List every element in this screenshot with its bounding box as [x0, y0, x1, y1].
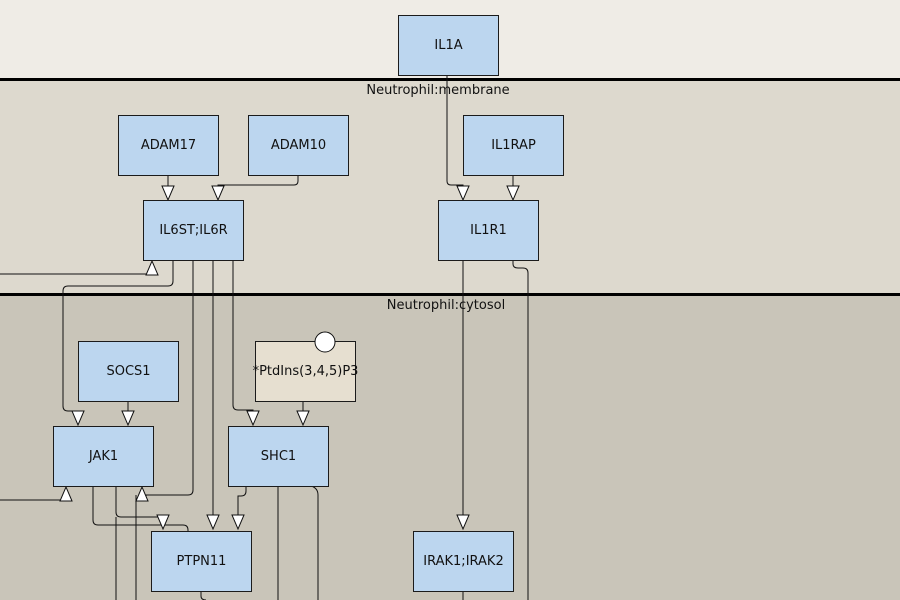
cytosol-compartment-label: Neutrophil:cytosol [386, 298, 506, 313]
arrowhead-il1a-il1r1 [456, 185, 470, 202]
arrowhead-il1r1-irak [456, 514, 470, 531]
il6st-il6r-node[interactable]: IL6ST;IL6R [143, 200, 244, 261]
ptpn11-node[interactable]: PTPN11 [151, 531, 252, 592]
arrowhead-il6st-jak1 [71, 410, 85, 427]
membrane-boundary-line [0, 78, 900, 81]
arrowhead-shc1-ptpn11 [231, 514, 245, 531]
socs1-node[interactable]: SOCS1 [78, 341, 179, 402]
arrowhead-socs1-jak1 [121, 410, 135, 427]
membrane-compartment-label: Neutrophil:membrane [366, 83, 510, 98]
arrowhead-il1rap-il1r1 [506, 185, 520, 202]
edge-offscreen-jak1 [0, 499, 67, 501]
shc1-node[interactable]: SHC1 [228, 426, 329, 487]
edge-shc1-offscreen-2 [310, 485, 319, 600]
il1rap-node[interactable]: IL1RAP [463, 115, 564, 176]
edge-shc1-ptpn11 [237, 486, 247, 516]
arrowhead-offscreen-jak1 [59, 485, 73, 502]
arrowhead-feedback-jak1 [135, 485, 149, 502]
cytosol-boundary-line [0, 293, 900, 296]
edge-offscreen-il6st [0, 271, 153, 275]
edge-il6st-jak1-feedback [145, 260, 194, 500]
il1a-node[interactable]: IL1A [398, 15, 499, 76]
arrowhead-il6st-ptpn11 [206, 514, 220, 531]
ptdins-state-circle-icon [314, 331, 336, 353]
edge-il1a-il1r1 [446, 75, 464, 186]
ptdins-node[interactable]: *PtdIns(3,4,5)P3 [253, 341, 358, 402]
edge-jak1-down [92, 486, 189, 531]
edge-il6st-shc1 [232, 260, 254, 412]
edge-ptpn11-offscreen [200, 591, 207, 600]
adam10-node[interactable]: ADAM10 [248, 115, 349, 176]
arrowhead-ptdins-shc1 [296, 410, 310, 427]
edge-il1r1-offscreen [512, 260, 529, 600]
il1r1-node[interactable]: IL1R1 [438, 200, 539, 261]
arrowhead-il6st-shc1 [246, 410, 260, 427]
arrowhead-adam10-il6st [211, 185, 225, 202]
edge-adam10-il6st [217, 175, 299, 187]
edge-jak1-ptpn11 [115, 486, 164, 518]
irak1-irak2-node[interactable]: IRAK1;IRAK2 [413, 531, 514, 592]
arrowhead-offscreen-il6st [145, 259, 159, 276]
jak1-node[interactable]: JAK1 [53, 426, 154, 487]
arrowhead-jak1-ptpn11 [156, 514, 170, 531]
edge-il6st-jak1 [62, 260, 174, 412]
arrowhead-adam17-il6st [161, 185, 175, 202]
adam17-node[interactable]: ADAM17 [118, 115, 219, 176]
